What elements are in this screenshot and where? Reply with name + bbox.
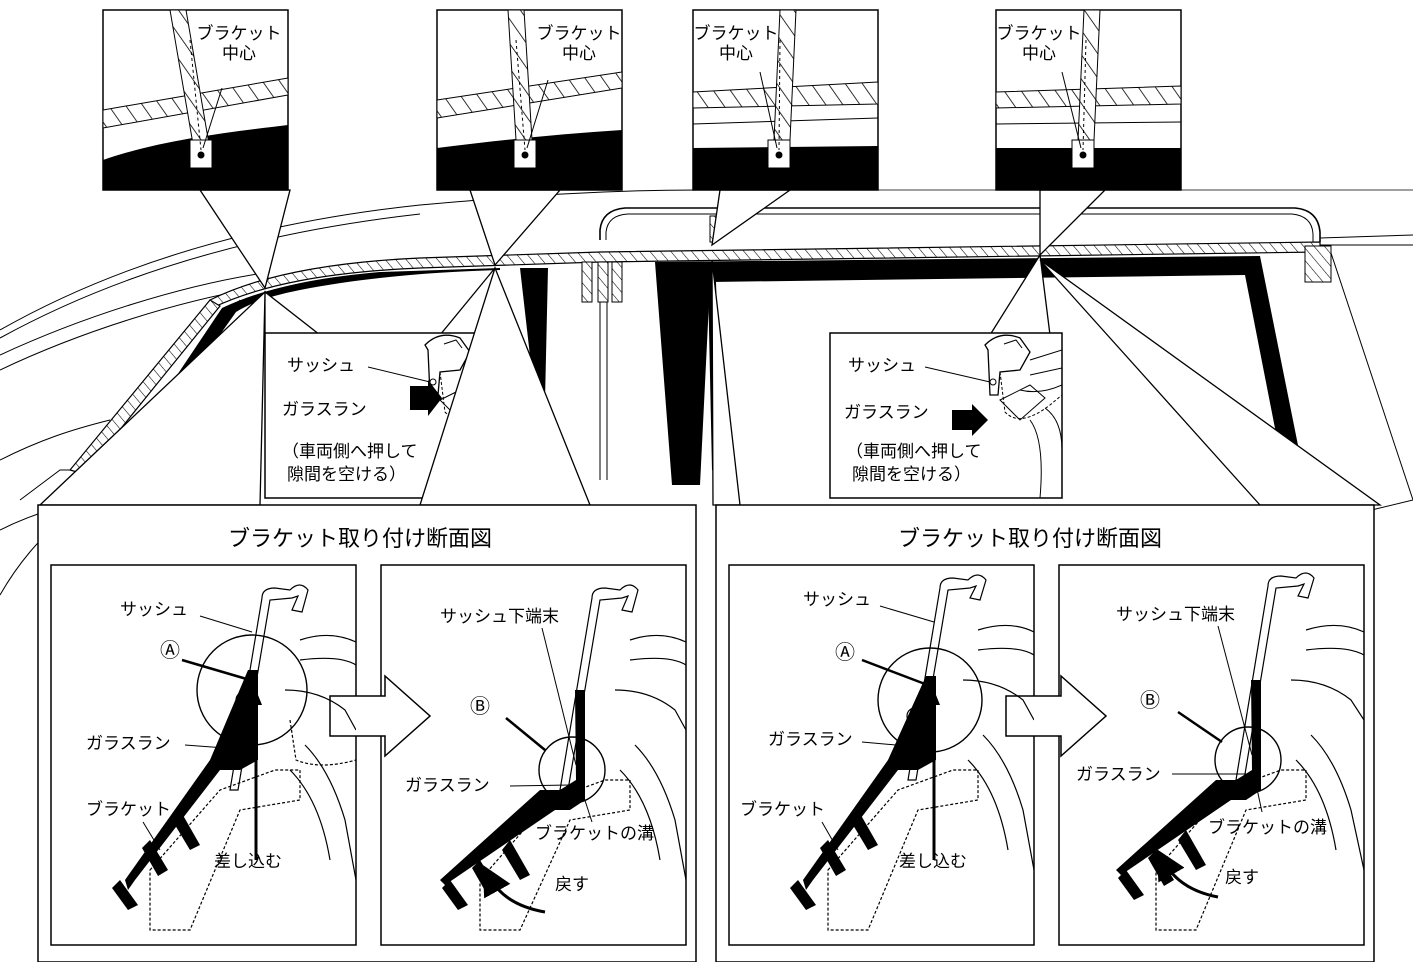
left-step1-action-label: 差し込む [214, 852, 282, 872]
push-arrow-icon [410, 380, 442, 416]
left-step1-bracket-label: ブラケット [86, 800, 171, 820]
right-step2-marker-b: Ⓑ [1140, 688, 1160, 712]
left-step2-sash-end-label: サッシュ下端末 [440, 607, 559, 627]
cross-section-left-step1 [112, 584, 356, 931]
left-step2-glass-run-label: ガラスラン [405, 776, 490, 796]
section-right-title: ブラケット取り付け断面図 [898, 527, 1163, 552]
inset-left-note-2: 隙間を空ける） [287, 465, 406, 485]
right-step1-bracket-label: ブラケット [740, 800, 825, 820]
bracket-center-label-1: ブラケット 中心 [196, 24, 282, 64]
label-line: ブラケット [536, 24, 622, 44]
section-wedges [38, 259, 1383, 506]
right-step2-action-label: 戻す [1225, 868, 1259, 888]
inset-small-right [829, 332, 1063, 499]
push-arrow-icon [952, 404, 988, 436]
label-line: 中心 [719, 44, 753, 64]
next-step-arrow-icon [1005, 674, 1108, 758]
left-step2-marker-b: Ⓑ [470, 694, 490, 718]
inset-right-glass-run-label: ガラスラン [844, 403, 929, 423]
inset-right-note-2: 隙間を空ける） [852, 465, 971, 485]
zoom-wedges [198, 189, 1107, 290]
inset-zoom-2 [436, 9, 623, 191]
label-line: ブラケット [996, 24, 1082, 44]
inset-zoom-4 [995, 9, 1182, 191]
bracket-center-label-3: ブラケット 中心 [693, 24, 779, 64]
left-step1-sash-label: サッシュ [120, 600, 188, 620]
label-line: 中心 [222, 44, 256, 64]
inset-zoom-3 [692, 9, 879, 191]
inset-right-sash-label: サッシュ [848, 356, 916, 376]
section-panel-right [715, 504, 1375, 962]
right-step2-glass-run-label: ガラスラン [1076, 765, 1161, 785]
left-step2-action-label: 戻す [555, 875, 589, 895]
label-line: ブラケット [693, 24, 779, 44]
cross-section-right-step1 [790, 574, 1034, 931]
right-step1-action-label: 差し込む [899, 852, 967, 872]
right-step1-glass-run-label: ガラスラン [768, 730, 853, 750]
label-line: ブラケット [196, 24, 282, 44]
bracket-center-label-4: ブラケット 中心 [996, 24, 1082, 64]
cross-section-left-step2 [440, 584, 686, 931]
right-step2-groove-label: ブラケットの溝 [1208, 818, 1327, 838]
section-left-title: ブラケット取り付け断面図 [228, 527, 493, 552]
inset-left-sash-label: サッシュ [287, 356, 355, 376]
inset-left-glass-run-label: ガラスラン [282, 400, 367, 420]
left-step2-groove-label: ブラケットの溝 [535, 824, 654, 844]
cross-section-right-step2 [1116, 572, 1364, 931]
next-step-arrow-icon [329, 674, 432, 758]
section-panel-left [37, 504, 697, 962]
label-line: 中心 [562, 44, 596, 64]
label-line: 中心 [1022, 44, 1056, 64]
inset-right-note-1: （車両側へ押して [846, 442, 982, 462]
left-step1-glass-run-label: ガラスラン [86, 734, 171, 754]
inset-zoom-1 [102, 9, 289, 191]
left-step1-marker-a: Ⓐ [160, 638, 180, 662]
right-step2-sash-end-label: サッシュ下端末 [1116, 605, 1235, 625]
inset-left-note-1: （車両側へ押して [282, 442, 418, 462]
bracket-center-label-2: ブラケット 中心 [536, 24, 622, 64]
right-step1-sash-label: サッシュ [803, 590, 871, 610]
right-step1-marker-a: Ⓐ [835, 640, 855, 664]
